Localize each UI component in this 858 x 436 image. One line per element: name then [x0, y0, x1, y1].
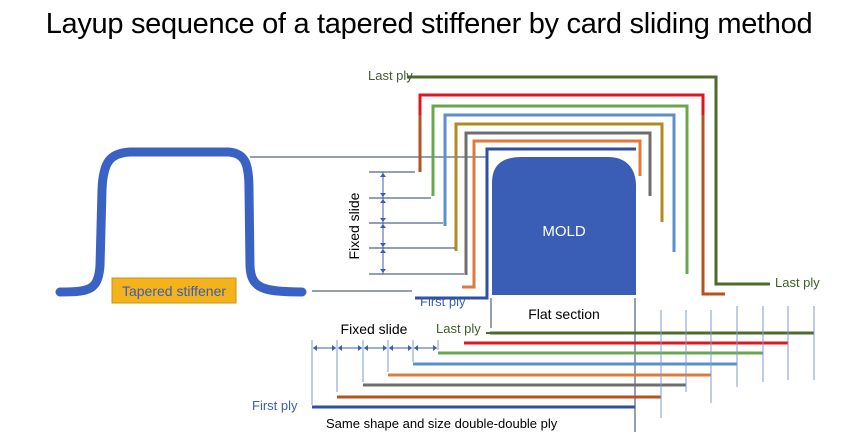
arrow-up-icon — [380, 199, 386, 203]
tapered-stiffener-shape — [55, 147, 307, 297]
last-ply-top-label: Last ply — [368, 68, 413, 83]
stiffener-profile — [55, 147, 307, 297]
ply-2 — [462, 139, 642, 289]
arrow-down-icon — [380, 269, 386, 273]
first-ply-flat-label: First ply — [252, 398, 298, 413]
last-ply-right-label: Last ply — [775, 275, 820, 290]
arrow-right-icon — [383, 345, 387, 351]
first-ply-mold-label: First ply — [420, 294, 466, 309]
ply-1-first — [415, 147, 636, 300]
arrow-down-icon — [380, 193, 386, 197]
fixed-slide-vertical-label: Fixed slide — [346, 192, 362, 259]
ply-7-right — [701, 115, 725, 296]
ply-7-top — [418, 93, 705, 115]
last-ply-flat-label: Last ply — [436, 321, 481, 336]
arrow-right-icon — [332, 345, 336, 351]
arrow-left-icon — [389, 345, 393, 351]
ply-3 — [464, 131, 652, 275]
flat-section-label: Flat section — [528, 306, 600, 322]
arrow-right-icon — [408, 345, 412, 351]
flat-ply-stack — [312, 306, 815, 418]
badge-box — [111, 277, 237, 304]
arrow-left-icon — [338, 345, 342, 351]
mold-label: MOLD — [542, 223, 586, 240]
tapered-stiffener-badge: Tapered stiffener — [111, 277, 237, 304]
ply-5 — [443, 113, 676, 252]
ply-4 — [454, 122, 664, 251]
arrow-down-icon — [380, 218, 386, 222]
fixed-slide-horizontal-dimension — [311, 332, 491, 405]
ply-6 — [431, 104, 689, 274]
arrow-right-icon — [433, 345, 437, 351]
arrow-left-icon — [364, 345, 368, 351]
tapered-stiffener-label: Tapered stiffener — [122, 283, 226, 299]
arrow-left-icon — [414, 345, 418, 351]
nested-plies — [407, 75, 770, 300]
footer-caption: Same shape and size double-double ply — [326, 416, 558, 431]
fixed-slide-horizontal-label: Fixed slide — [341, 321, 408, 337]
diagram-title: Layup sequence of a tapered stiffener by… — [45, 8, 813, 40]
arrow-up-icon — [380, 249, 386, 253]
ply-8-last — [407, 75, 770, 286]
arrow-left-icon — [313, 345, 317, 351]
arrow-down-icon — [380, 243, 386, 247]
fixed-slide-vertical-dimension — [369, 171, 464, 275]
arrow-right-icon — [358, 345, 362, 351]
arrow-up-icon — [380, 224, 386, 228]
arrow-up-icon — [380, 173, 386, 177]
mold-block — [492, 157, 636, 295]
